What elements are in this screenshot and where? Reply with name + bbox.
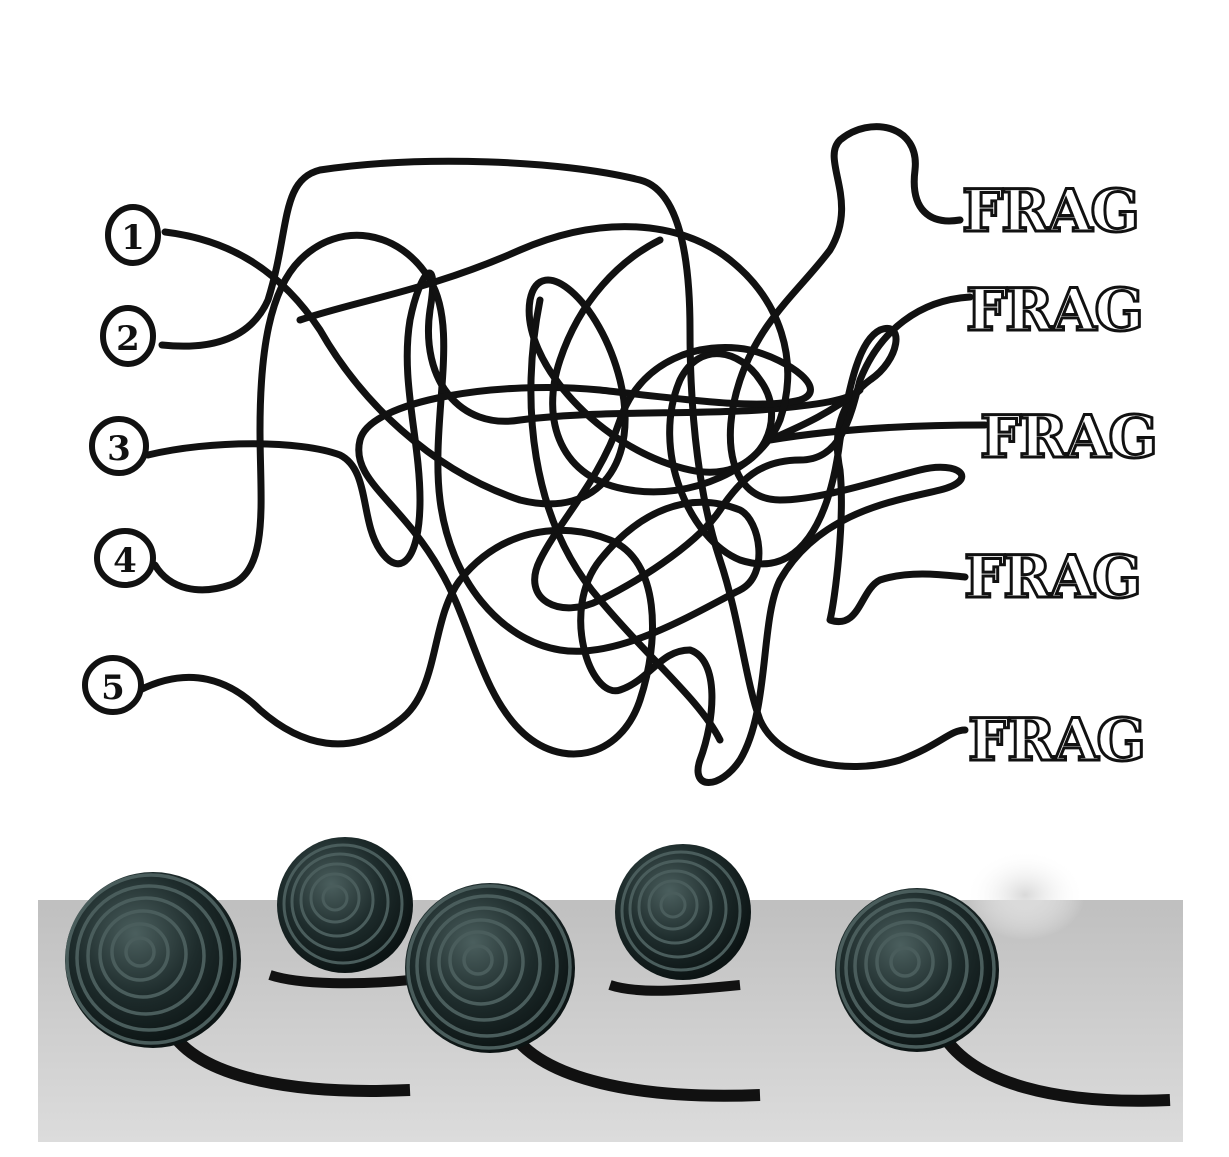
cable-balls-photo — [38, 837, 1183, 1142]
number-label-text: 1 — [121, 218, 145, 258]
number-label-1: 1 — [108, 207, 158, 263]
frag-label-2: FRAG — [966, 276, 1142, 344]
frag-label-4: FRAG — [964, 543, 1140, 611]
number-label-text: 2 — [116, 319, 140, 359]
frag-label-1: FRAG — [962, 177, 1138, 245]
number-label-5: 5 — [85, 658, 141, 712]
right-frag-labels: FRAG FRAG FRAG FRAG FRAG — [962, 177, 1156, 774]
frag-label-3: FRAG — [980, 403, 1156, 471]
left-number-labels: 1 2 3 4 5 — [85, 207, 158, 712]
frag-label-5: FRAG — [968, 706, 1144, 774]
wire-2 — [162, 161, 965, 766]
number-label-2: 2 — [103, 308, 153, 364]
number-label-3: 3 — [92, 419, 146, 473]
number-label-text: 5 — [101, 668, 125, 708]
number-label-text: 4 — [113, 541, 137, 581]
number-label-text: 3 — [107, 429, 131, 469]
tangled-wires — [140, 127, 985, 783]
number-label-4: 4 — [97, 531, 153, 585]
